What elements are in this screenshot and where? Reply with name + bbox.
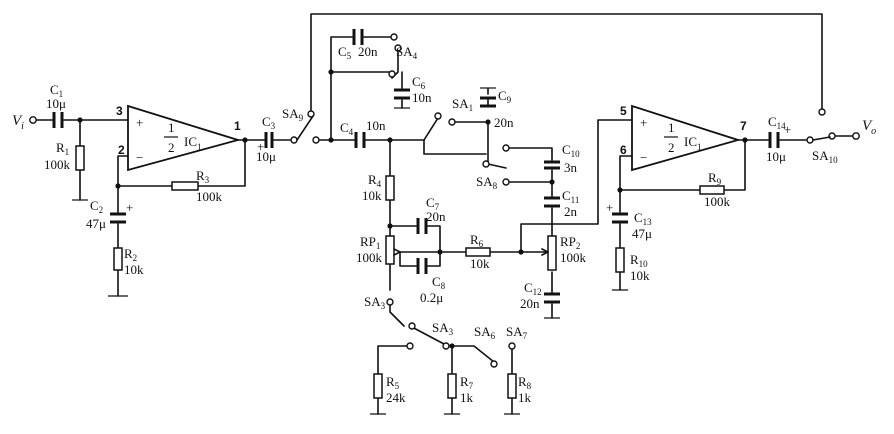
ic-right-den: 2 <box>668 140 675 155</box>
ic-left-pin3: 3 <box>116 104 123 118</box>
r1-label: R1 <box>56 140 69 157</box>
c11-label: C11 <box>562 188 579 205</box>
ic-left-plus: + <box>136 115 143 130</box>
sa8-label: SA8 <box>476 174 498 191</box>
sa4-label: SA4 <box>396 44 418 61</box>
c5-label: C5 <box>338 44 352 61</box>
switch-contacts <box>29 33 860 368</box>
r9-value: 100k <box>704 194 731 209</box>
c7-label: C7 <box>426 195 440 212</box>
c3-value: 10μ <box>256 149 276 164</box>
ic-right-minus: − <box>640 150 647 165</box>
c12-label: C12 <box>524 280 542 297</box>
switch-levers <box>296 115 831 141</box>
c8-value: 0.2μ <box>420 290 443 305</box>
rp2-value: 100k <box>560 250 587 265</box>
c2-polarity: + <box>126 200 133 215</box>
sa9-label: SA9 <box>282 106 304 123</box>
r9-label: R9 <box>708 170 722 187</box>
rp1-wiper-arrow <box>393 248 401 256</box>
output-terminal-label: Vo <box>862 118 876 137</box>
ground-symbols <box>370 289 628 415</box>
c5-value: 20n <box>358 44 378 59</box>
sa3b-label: SA3 <box>432 320 454 337</box>
ic-left-pin1: 1 <box>234 119 241 133</box>
c2-label: C2 <box>90 198 103 215</box>
resistor-bodies <box>75 145 725 399</box>
ic-left-minus: − <box>136 150 143 165</box>
r3-label: R3 <box>196 168 210 185</box>
ic-left-num: 1 <box>168 120 175 135</box>
sa7-label: SA7 <box>506 324 528 341</box>
c14-label: C14 <box>768 114 786 131</box>
rp1-value: 100k <box>356 250 383 265</box>
c14-polarity: + <box>784 122 791 137</box>
r7-value: 1k <box>460 390 474 405</box>
c13-polarity: + <box>606 200 613 215</box>
c7-value: 20n <box>426 209 446 224</box>
r3-value: 100k <box>196 189 223 204</box>
c1-label: C1 <box>50 82 63 99</box>
r7-label: R7 <box>460 374 474 391</box>
r6-label: R6 <box>470 232 484 249</box>
c10-label: C10 <box>562 142 580 159</box>
ic-left-pin2: 2 <box>118 143 125 157</box>
r1-value: 100k <box>44 157 71 172</box>
c4-value: 10n <box>366 118 386 133</box>
rp2-wiper-arrow <box>541 248 549 256</box>
ic-left-den: 2 <box>168 140 175 155</box>
ic-right-pin7: 7 <box>740 119 747 133</box>
c6-value: 10n <box>412 90 432 105</box>
r2-value: 10k <box>124 262 144 277</box>
c8-label: C8 <box>432 274 446 291</box>
c10-value: 3n <box>564 160 578 175</box>
ic-right-plus: + <box>640 115 647 130</box>
junction-dots <box>77 69 748 349</box>
c9-value: 20n <box>494 115 514 130</box>
r6-value: 10k <box>470 256 490 271</box>
ic-right-name: IC1 <box>684 134 702 152</box>
sa6-label: SA6 <box>474 324 496 341</box>
c1-value: 10μ <box>46 96 66 111</box>
c13-label: C13 <box>634 210 652 227</box>
sa10-label: SA10 <box>812 148 838 165</box>
c3-polarity: + <box>257 139 264 154</box>
c13-value: 47μ <box>632 226 652 241</box>
c4-label: C4 <box>340 120 354 137</box>
r4-label: R4 <box>368 172 382 189</box>
rp2-label: RP2 <box>560 234 580 251</box>
c11-value: 2n <box>564 204 578 219</box>
sa3-label: SA3 <box>364 294 386 311</box>
ic-right-pin6: 6 <box>620 143 627 157</box>
c9-label: C9 <box>498 88 512 105</box>
r10-value: 10k <box>630 268 650 283</box>
r10-label: R10 <box>630 252 648 269</box>
r4-value: 10k <box>362 188 382 203</box>
c2-value: 47μ <box>86 216 106 231</box>
op-amp-right <box>631 104 742 172</box>
wiring <box>32 13 855 415</box>
c6-label: C6 <box>412 74 426 91</box>
sa1-label: SA1 <box>452 96 473 113</box>
r5-label: R5 <box>386 374 400 391</box>
r2-label: R2 <box>124 246 137 263</box>
capacitor-plates <box>52 29 780 304</box>
r8-value: 1k <box>518 390 532 405</box>
r5-value: 24k <box>386 390 406 405</box>
ic-right-num: 1 <box>668 120 675 135</box>
ic-right-pin5: 5 <box>620 104 627 118</box>
c14-value: 10μ <box>766 149 786 164</box>
r8-label: R8 <box>518 374 532 391</box>
ic-left-name: IC1 <box>184 134 202 152</box>
input-terminal-label: Vi <box>12 113 24 132</box>
c12-value: 20n <box>520 296 540 311</box>
c3-label: C3 <box>262 114 276 131</box>
rp1-label: RP1 <box>360 234 380 251</box>
op-amp-left <box>127 104 242 172</box>
